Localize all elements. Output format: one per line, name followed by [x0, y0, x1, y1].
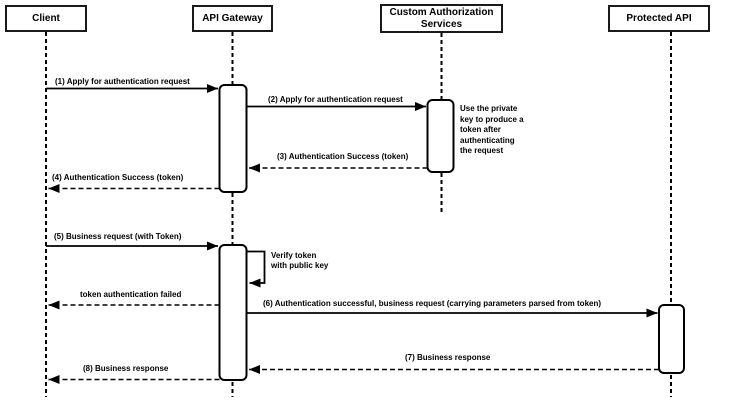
message-line-self-verify-token	[246, 250, 266, 288]
participant-api-gateway: API Gateway	[192, 5, 273, 32]
activation-protected-api	[658, 304, 685, 374]
note-private-key: Use the private key to produce a token a…	[460, 104, 524, 156]
message-label-3: (3) Authentication Success (token)	[277, 152, 409, 161]
activation-api-gateway-2	[218, 244, 248, 381]
message-label-8: (8) Business response	[83, 364, 169, 373]
message-label-4: (4) Authentication Success (token)	[52, 173, 184, 182]
participant-client: Client	[5, 5, 87, 32]
activation-custom-authorization-services	[426, 99, 455, 173]
participant-custom-authorization-services: Custom Authorization Services	[380, 4, 503, 33]
activation-api-gateway-1	[218, 84, 248, 193]
message-label-7: (7) Business response	[405, 353, 491, 362]
message-label-6: (6) Authentication successful, business …	[263, 299, 602, 308]
message-label-5: (5) Business request (with Token)	[54, 232, 182, 241]
participant-protected-api: Protected API	[608, 5, 710, 32]
message-label-1: (1) Apply for authentication request	[55, 77, 190, 86]
message-label-2: (2) Apply for authentication request	[268, 95, 403, 104]
message-label-self-verify-token: Verify token with public key	[271, 251, 329, 271]
message-label-token-failed: token authentication failed	[80, 290, 182, 299]
